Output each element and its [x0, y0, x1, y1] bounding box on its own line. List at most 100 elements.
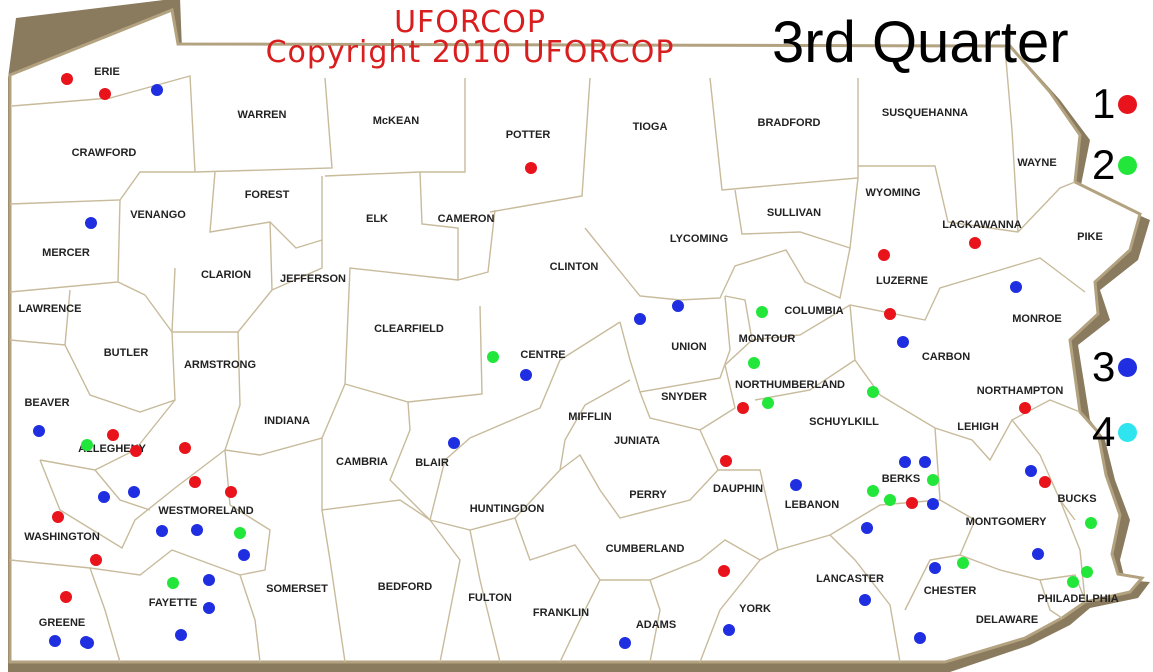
county-label-chester: CHESTER: [924, 585, 977, 597]
sighting-marker-2: [234, 527, 246, 539]
sighting-marker-1: [525, 162, 537, 174]
county-label-centre: CENTRE: [520, 349, 565, 361]
county-label-pike: PIKE: [1077, 231, 1103, 243]
sighting-marker-3: [1032, 548, 1044, 560]
sighting-marker-3: [520, 369, 532, 381]
sighting-marker-2: [748, 357, 760, 369]
sighting-marker-2: [756, 306, 768, 318]
county-label-beaver: BEAVER: [24, 397, 69, 409]
sighting-marker-3: [448, 437, 460, 449]
sighting-marker-3: [927, 498, 939, 510]
legend-label: 4: [1092, 408, 1116, 455]
county-label-lehigh: LEHIGH: [957, 421, 999, 433]
legend-marker: [1118, 422, 1138, 442]
sighting-marker-3: [203, 574, 215, 586]
legend-item-1: 1: [1092, 80, 1138, 127]
county-label-bedford: BEDFORD: [378, 581, 432, 593]
county-label-luzerne: LUZERNE: [876, 275, 928, 287]
sighting-marker-1: [52, 511, 64, 523]
sighting-marker-3: [619, 637, 631, 649]
sighting-marker-3: [919, 456, 931, 468]
county-label-adams: ADAMS: [636, 619, 676, 631]
legend-item-2: 2: [1092, 143, 1138, 187]
county-label-carbon: CARBON: [922, 351, 970, 363]
county-label-westmoreland: WESTMORELAND: [158, 505, 253, 517]
county-label-monroe: MONROE: [1012, 313, 1062, 325]
county-label-cameron: CAMERON: [438, 213, 495, 225]
legend-label: 1: [1092, 80, 1116, 127]
county-label-greene: GREENE: [39, 617, 85, 629]
legend-marker: [1118, 357, 1138, 377]
sighting-marker-3: [914, 632, 926, 644]
quarter-title: 3rd Quarter: [772, 10, 1069, 75]
sighting-marker-3: [723, 624, 735, 636]
county-label-somerset: SOMERSET: [266, 583, 328, 595]
sighting-marker-3: [82, 637, 94, 649]
sighting-marker-2: [762, 397, 774, 409]
legend-item-3: 3: [1092, 345, 1138, 389]
county-label-clinton: CLINTON: [550, 261, 599, 273]
sighting-marker-2: [927, 474, 939, 486]
sighting-marker-3: [929, 562, 941, 574]
sighting-marker-3: [128, 486, 140, 498]
county-label-mckean: McKEAN: [373, 115, 420, 127]
county-label-columbia: COLUMBIA: [784, 305, 843, 317]
sighting-marker-3: [85, 217, 97, 229]
county-label-clarion: CLARION: [201, 269, 251, 281]
sighting-marker-3: [1025, 465, 1037, 477]
county-label-susquehanna: SUSQUEHANNA: [882, 107, 968, 119]
sighting-marker-3: [634, 313, 646, 325]
sighting-marker-1: [720, 455, 732, 467]
county-label-allegheny: ALLEGHENY: [78, 443, 147, 455]
sighting-marker-1: [906, 497, 918, 509]
sighting-marker-1: [99, 88, 111, 100]
sighting-marker-1: [878, 249, 890, 261]
sighting-marker-1: [1039, 476, 1051, 488]
sighting-marker-1: [60, 591, 72, 603]
sighting-marker-3: [33, 425, 45, 437]
county-label-delaware: DELAWARE: [976, 614, 1038, 626]
county-label-potter: POTTER: [506, 129, 551, 141]
county-label-crawford: CRAWFORD: [72, 147, 137, 159]
sighting-marker-3: [151, 84, 163, 96]
county-label-lackawanna: LACKAWANNA: [942, 219, 1021, 231]
sighting-marker-3: [156, 525, 168, 537]
county-label-cumberland: CUMBERLAND: [606, 543, 685, 555]
sighting-marker-3: [203, 602, 215, 614]
county-label-lawrence: LAWRENCE: [19, 303, 82, 315]
county-label-sullivan: SULLIVAN: [767, 207, 821, 219]
county-label-jefferson: JEFFERSON: [280, 273, 346, 285]
sighting-marker-1: [107, 429, 119, 441]
sighting-marker-2: [167, 577, 179, 589]
sighting-marker-2: [81, 439, 93, 451]
sighting-marker-1: [884, 308, 896, 320]
county-label-tioga: TIOGA: [633, 121, 668, 133]
title-line1: UFORCOP: [394, 5, 546, 40]
sighting-marker-3: [861, 522, 873, 534]
sighting-marker-3: [175, 629, 187, 641]
sighting-marker-1: [90, 554, 102, 566]
county-label-wayne: WAYNE: [1017, 157, 1056, 169]
sighting-marker-3: [859, 594, 871, 606]
sighting-marker-1: [225, 486, 237, 498]
sighting-marker-3: [1010, 281, 1022, 293]
county-label-juniata: JUNIATA: [614, 435, 660, 447]
sighting-marker-3: [238, 549, 250, 561]
sighting-marker-3: [672, 300, 684, 312]
title-line2: Copyright 2010 UFORCOP: [265, 35, 675, 70]
county-label-berks: BERKS: [882, 473, 921, 485]
county-label-lebanon: LEBANON: [785, 499, 839, 511]
county-label-union: UNION: [671, 341, 707, 353]
sighting-marker-1: [718, 565, 730, 577]
sighting-marker-2: [1085, 517, 1097, 529]
county-label-butler: BUTLER: [104, 347, 149, 359]
county-label-perry: PERRY: [629, 489, 667, 501]
sighting-marker-2: [867, 386, 879, 398]
county-label-franklin: FRANKLIN: [533, 607, 589, 619]
county-label-forest: FOREST: [245, 189, 290, 201]
county-label-elk: ELK: [366, 213, 388, 225]
county-label-washington: WASHINGTON: [24, 531, 100, 543]
county-label-huntingdon: HUNTINGDON: [470, 503, 545, 515]
sighting-marker-2: [884, 494, 896, 506]
